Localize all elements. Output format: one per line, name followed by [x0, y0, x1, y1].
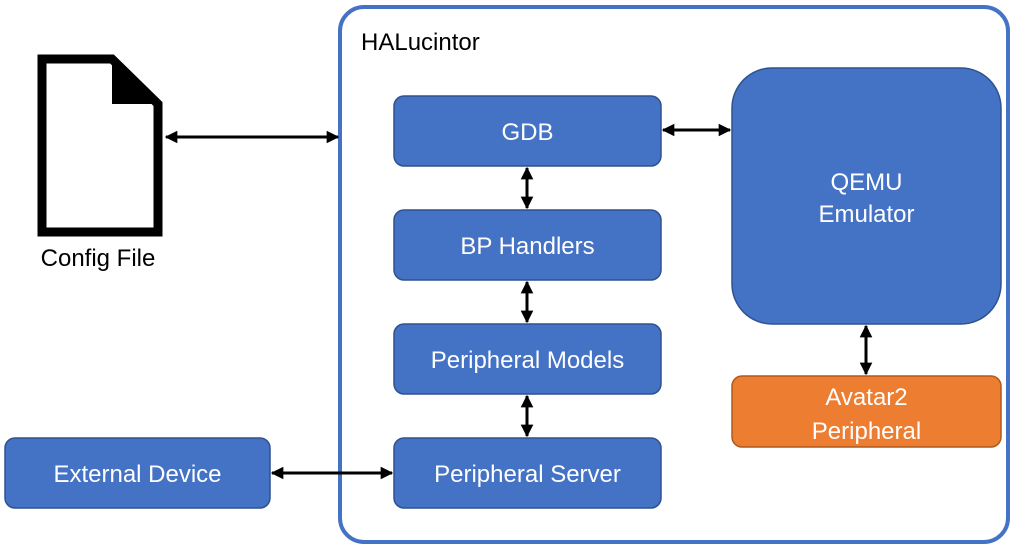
external-device-label: External Device [53, 461, 221, 488]
external-device-box: External Device [4, 437, 271, 509]
avatar2-label-line2: Peripheral [812, 418, 921, 445]
avatar2-peripheral-box: Avatar2 Peripheral [731, 375, 1002, 448]
gdb-label: GDB [501, 119, 553, 146]
gdb-box: GDB [393, 95, 662, 167]
peripheral-models-label: Peripheral Models [431, 347, 624, 374]
bp-handlers-label: BP Handlers [460, 233, 594, 260]
config-file-label: Config File [41, 245, 156, 272]
qemu-emulator-box: QEMU Emulator [731, 67, 1002, 325]
peripheral-models-box: Peripheral Models [393, 323, 662, 395]
peripheral-server-label: Peripheral Server [434, 461, 621, 488]
bp-handlers-box: BP Handlers [393, 209, 662, 281]
container-label: HALucintor [361, 29, 480, 56]
qemu-label-line2: Emulator [818, 201, 914, 228]
peripheral-server-box: Peripheral Server [393, 437, 662, 509]
qemu-label-line1: QEMU [831, 169, 903, 196]
avatar2-label-line1: Avatar2 [825, 384, 907, 411]
document-icon [37, 54, 163, 237]
